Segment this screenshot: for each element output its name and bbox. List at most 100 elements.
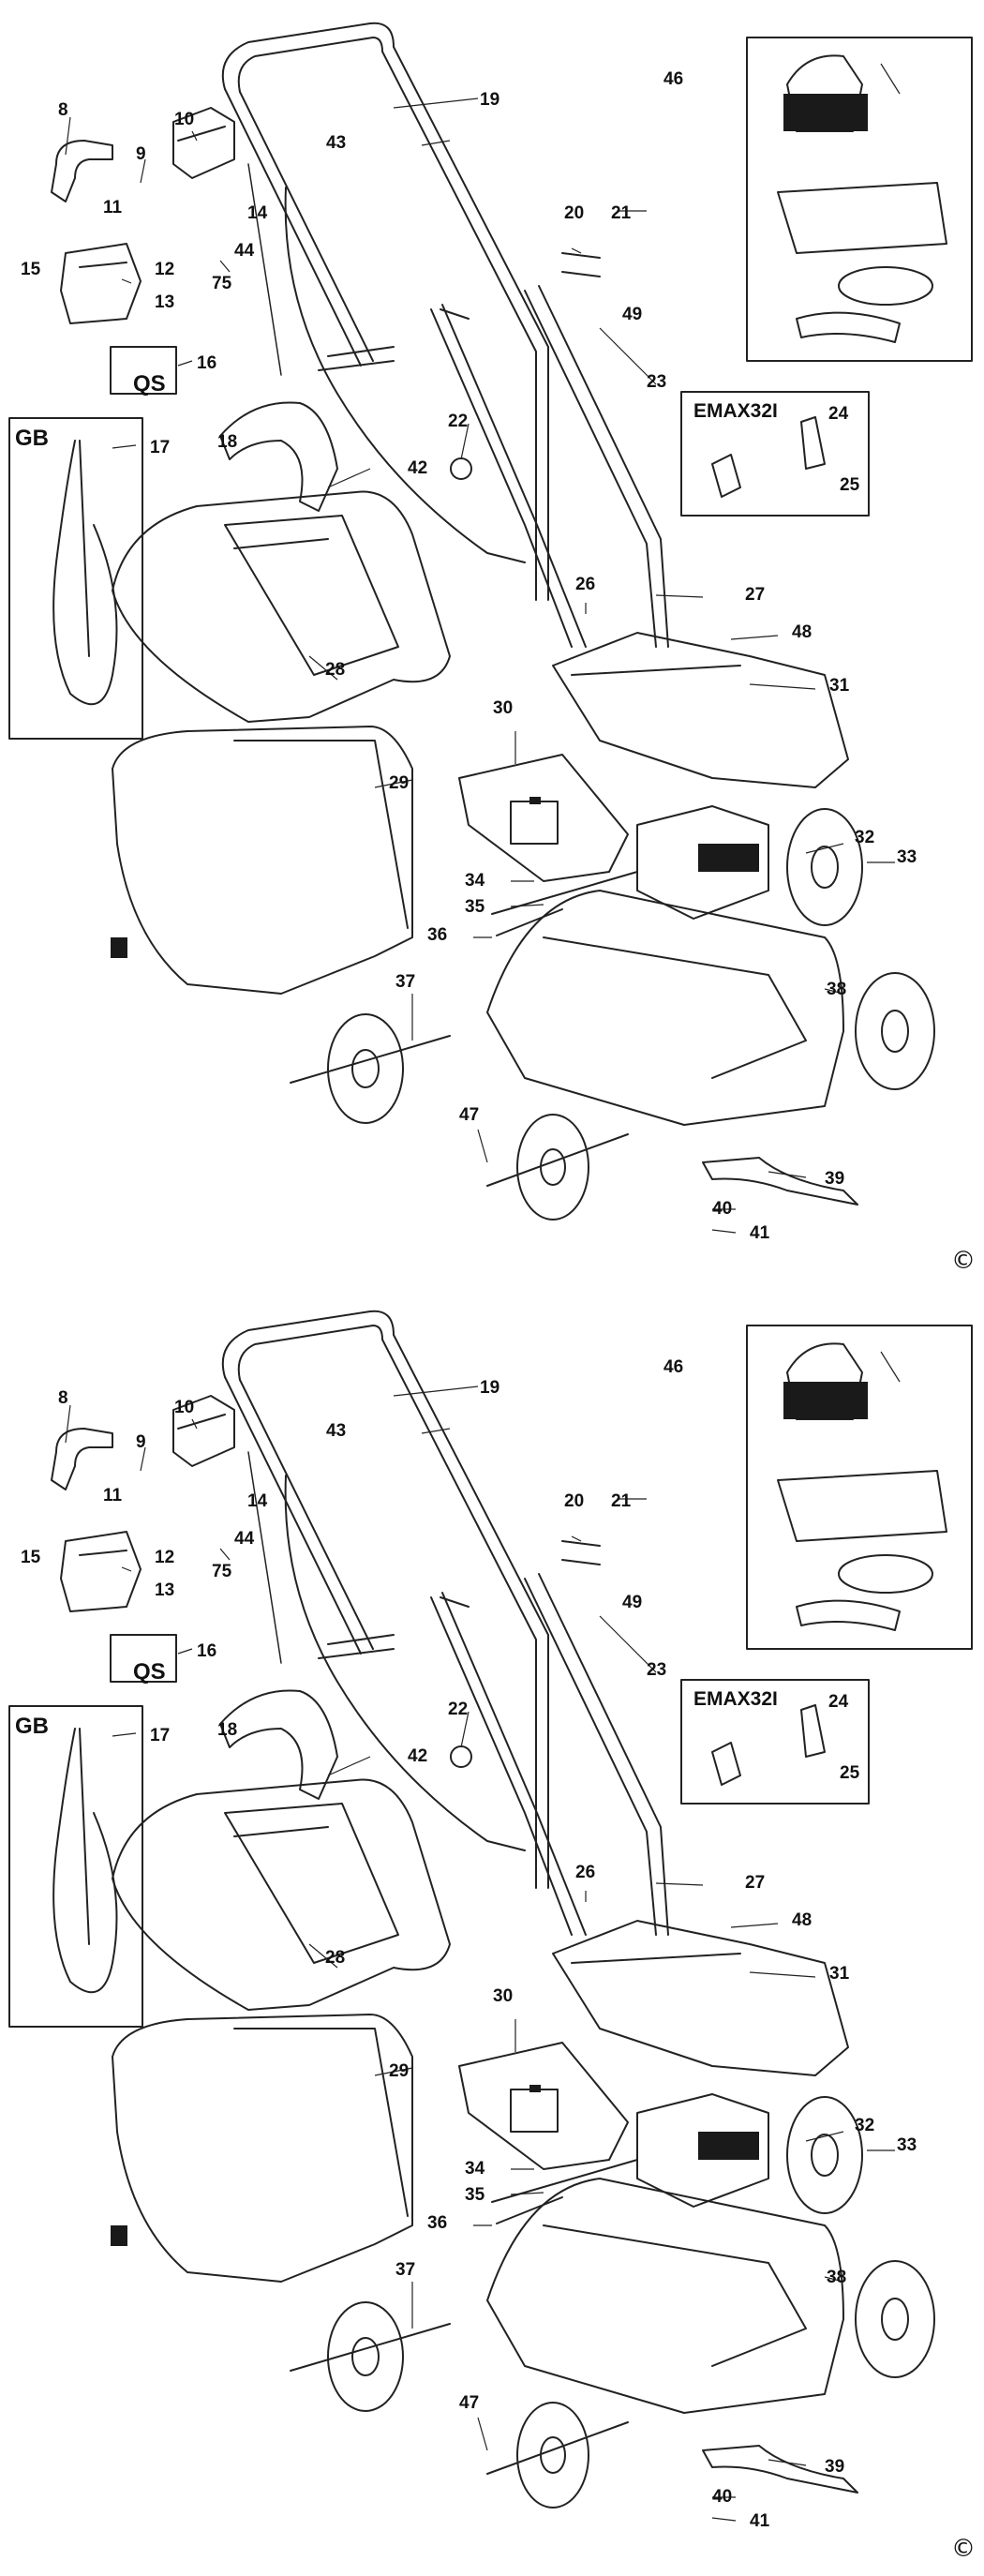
grass-bag xyxy=(112,726,413,995)
part-label-29: 29 xyxy=(389,2061,410,2081)
part-label-48: 48 xyxy=(792,1910,813,1930)
part-label-46: 46 xyxy=(663,1357,684,1377)
grass-box-lid xyxy=(112,490,451,723)
part-label-20: 20 xyxy=(564,203,585,223)
part-label-17: 17 xyxy=(150,1726,171,1745)
exploded-view-drawing xyxy=(8,22,973,1234)
part-label-35: 35 xyxy=(465,2185,485,2205)
part-label-38: 38 xyxy=(827,980,847,999)
part-label-24: 24 xyxy=(828,1692,849,1712)
part-label-48: 48 xyxy=(792,622,813,642)
part-label-36: 36 xyxy=(427,925,448,945)
part-label-36: 36 xyxy=(427,2213,448,2233)
parts-diagram-sheet-1: 8 9 10 11 12 13 14 15 16 17 18 19 20 21 … xyxy=(8,22,976,1275)
emax32i-label: EMAX32I xyxy=(693,400,778,422)
part-label-27: 27 xyxy=(745,585,766,605)
part-label-46: 46 xyxy=(663,69,684,89)
part-label-15: 15 xyxy=(21,260,41,279)
part-label-25: 25 xyxy=(840,1763,860,1783)
part-label-43: 43 xyxy=(326,1421,347,1441)
qs-label: QS xyxy=(133,371,166,397)
part-label-32: 32 xyxy=(855,828,875,847)
part-label-49: 49 xyxy=(622,1593,643,1612)
mower-deck xyxy=(486,890,844,1126)
part-label-12: 12 xyxy=(155,1548,175,1567)
part-label-37: 37 xyxy=(395,2260,416,2280)
part-label-28: 28 xyxy=(325,1948,346,1968)
part-label-47: 47 xyxy=(459,2393,480,2413)
part-label-34: 34 xyxy=(465,871,485,891)
part-label-24: 24 xyxy=(828,404,849,424)
part-label-8: 8 xyxy=(58,1388,68,1408)
part-label-21: 21 xyxy=(611,203,632,223)
part-label-27: 27 xyxy=(745,1873,766,1893)
part-label-33: 33 xyxy=(897,2135,917,2155)
part-label-40: 40 xyxy=(712,1199,733,1219)
part-label-14: 14 xyxy=(247,203,268,223)
part-label-34: 34 xyxy=(465,2159,485,2179)
part-label-23: 23 xyxy=(647,372,667,392)
part-label-15: 15 xyxy=(21,1548,41,1567)
part-label-21: 21 xyxy=(611,1491,632,1511)
part-label-22: 22 xyxy=(448,412,469,431)
part-label-75: 75 xyxy=(212,274,232,293)
part-label-13: 13 xyxy=(155,1580,175,1600)
part-label-8: 8 xyxy=(58,100,68,120)
part-label-16: 16 xyxy=(197,353,217,373)
exploded-view-drawing-copy xyxy=(8,1310,973,2522)
part-label-20: 20 xyxy=(564,1491,585,1511)
upper-handle xyxy=(221,22,549,601)
part-label-30: 30 xyxy=(493,1986,514,2006)
part-label-42: 42 xyxy=(408,1746,428,1766)
emax32i-label: EMAX32I xyxy=(693,1688,778,1710)
part-label-44: 44 xyxy=(234,241,255,261)
part-label-39: 39 xyxy=(825,1169,845,1189)
part-label-35: 35 xyxy=(465,897,485,917)
part-label-38: 38 xyxy=(827,2268,847,2287)
part-label-29: 29 xyxy=(389,773,410,793)
part-label-18: 18 xyxy=(217,1720,238,1740)
copyright-symbol: © xyxy=(951,2535,976,2563)
part-label-43: 43 xyxy=(326,133,347,153)
part-label-41: 41 xyxy=(750,1223,770,1243)
part-label-12: 12 xyxy=(155,260,175,279)
part-label-11: 11 xyxy=(103,1486,123,1505)
part-label-9: 9 xyxy=(136,144,146,164)
part-label-13: 13 xyxy=(155,292,175,312)
part-label-19: 19 xyxy=(480,1378,500,1398)
part-label-31: 31 xyxy=(829,676,850,696)
part-label-14: 14 xyxy=(247,1491,268,1511)
part-label-18: 18 xyxy=(217,432,238,452)
part-label-16: 16 xyxy=(197,1641,217,1661)
switch-box xyxy=(172,107,235,179)
gb-label: GB xyxy=(15,426,49,451)
part-label-47: 47 xyxy=(459,1105,480,1125)
gb-label: GB xyxy=(15,1714,49,1739)
part-label-10: 10 xyxy=(174,1398,195,1417)
part-label-17: 17 xyxy=(150,438,171,457)
part-label-37: 37 xyxy=(395,972,416,992)
part-label-23: 23 xyxy=(647,1660,667,1680)
copyright-symbol: © xyxy=(951,1247,976,1275)
part-label-11: 11 xyxy=(103,198,123,217)
part-label-22: 22 xyxy=(448,1700,469,1719)
part-label-30: 30 xyxy=(493,698,514,718)
part-label-44: 44 xyxy=(234,1529,255,1549)
part-label-33: 33 xyxy=(897,847,917,867)
part-label-49: 49 xyxy=(622,305,643,324)
part-label-75: 75 xyxy=(212,1562,232,1581)
part-label-42: 42 xyxy=(408,458,428,478)
part-label-28: 28 xyxy=(325,660,346,680)
part-label-9: 9 xyxy=(136,1432,146,1452)
part-label-32: 32 xyxy=(855,2116,875,2135)
part-label-26: 26 xyxy=(575,575,596,594)
part-label-10: 10 xyxy=(174,110,195,129)
part-label-41: 41 xyxy=(750,2511,770,2531)
part-label-19: 19 xyxy=(480,90,500,110)
part-label-31: 31 xyxy=(829,1964,850,1984)
parts-diagram-sheet-2: 8 9 10 11 12 13 14 15 16 17 18 19 20 21 … xyxy=(0,1288,984,2576)
part-label-25: 25 xyxy=(840,475,860,495)
part-label-39: 39 xyxy=(825,2457,845,2477)
part-label-40: 40 xyxy=(712,2487,733,2507)
qs-label: QS xyxy=(133,1659,166,1685)
